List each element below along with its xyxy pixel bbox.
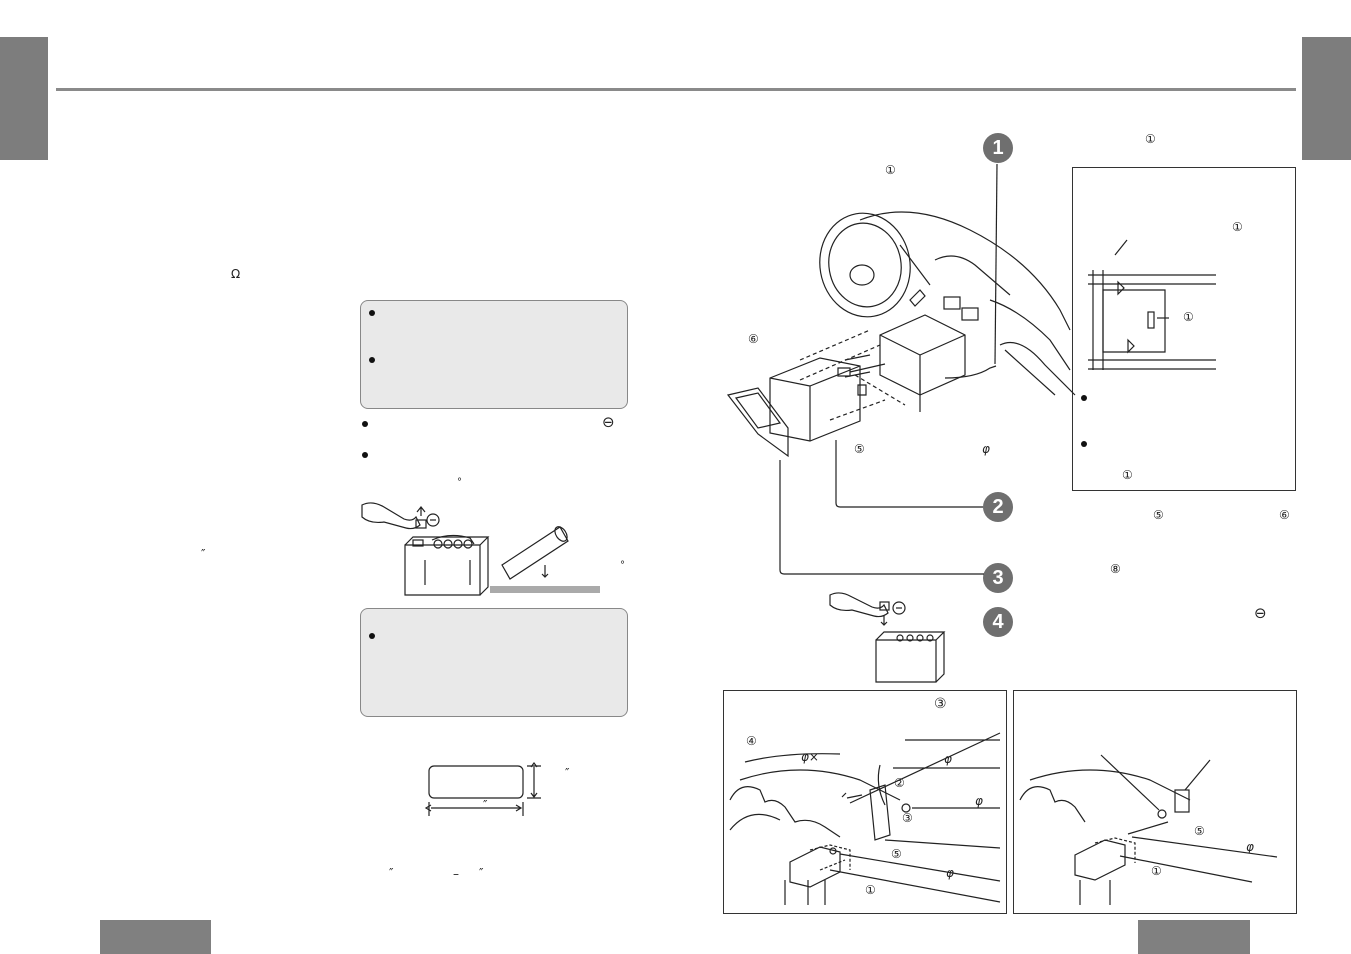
part-1-label: ① [885, 163, 896, 177]
dashboard-installation-illustration [726, 163, 1169, 575]
opening-dimension-diagram [424, 762, 541, 816]
part-5-label: ⑤ [1153, 508, 1164, 522]
mounting-cross-section [1088, 270, 1216, 370]
step-3-badge: 3 [983, 563, 1013, 593]
bullet [362, 452, 368, 458]
caution-box-1 [360, 300, 628, 409]
battery-reconnect-illustration [829, 592, 946, 683]
inch-symbol: ″ [483, 798, 488, 812]
bullet [1081, 441, 1087, 447]
part-8-label: ⑧ [1110, 562, 1121, 576]
left-section-tab [0, 37, 48, 160]
degree-symbol: ° [620, 560, 625, 571]
part-2-label: ② [894, 776, 905, 790]
part-5-label: ⑤ [1194, 824, 1205, 838]
step-2-badge: 2 [983, 492, 1013, 522]
phi-symbol: φ [1246, 840, 1254, 854]
part-1-label: ① [1122, 468, 1133, 482]
rear-support-drawing [729, 732, 1001, 905]
step-1-badge: 1 [983, 133, 1013, 163]
page-footer-right [1138, 920, 1250, 954]
dash-symbol: – [453, 867, 459, 881]
phi-symbol: φ [944, 752, 952, 766]
bullet [369, 310, 375, 316]
inch-symbol: ″ [565, 766, 570, 780]
minus-terminal-symbol: ⊖ [1254, 604, 1267, 622]
minus-terminal-icon [426, 513, 440, 527]
bullet [362, 421, 368, 427]
part-1-label: ① [1183, 310, 1194, 324]
battery-disconnect-illustration [361, 502, 569, 596]
part-5-label: ⑤ [854, 442, 865, 456]
caution-box-2 [360, 608, 628, 717]
part-1-label: ① [1145, 132, 1156, 146]
step-4-badge: 4 [983, 607, 1013, 637]
right-section-tab [1302, 37, 1351, 160]
bullet [1081, 395, 1087, 401]
screw-mount-drawing [1019, 754, 1278, 905]
part-6-label: ⑥ [1279, 508, 1290, 522]
bullet [369, 633, 375, 639]
part-1-label: ① [865, 883, 876, 897]
phi-symbol: φ [982, 442, 990, 456]
part-6-label: ⑥ [748, 332, 759, 346]
inch-symbol: ″ [201, 547, 206, 561]
part-4-label: ④ [746, 734, 757, 748]
detail-box-screw-mount: ⑤ φ ① [1013, 690, 1297, 914]
part-5-label: ⑤ [891, 847, 902, 861]
bullet [369, 357, 375, 363]
part-3-label: ③ [902, 811, 913, 825]
minus-terminal-symbol: ⊖ [602, 413, 615, 431]
page-footer-left [100, 920, 211, 954]
ohm-symbol: Ω [231, 267, 241, 281]
part-1-label: ① [1151, 864, 1162, 878]
part-3-label: ③ [934, 696, 947, 712]
detail-box-mounting: ① ① ① [1072, 167, 1296, 491]
inch-symbol: ″ [479, 866, 484, 880]
inch-symbol: ″ [389, 866, 394, 880]
header-rule [56, 88, 1296, 91]
part-1-label: ① [1232, 220, 1243, 234]
phi-symbol: φ [975, 794, 983, 808]
degree-symbol: ° [457, 477, 462, 488]
